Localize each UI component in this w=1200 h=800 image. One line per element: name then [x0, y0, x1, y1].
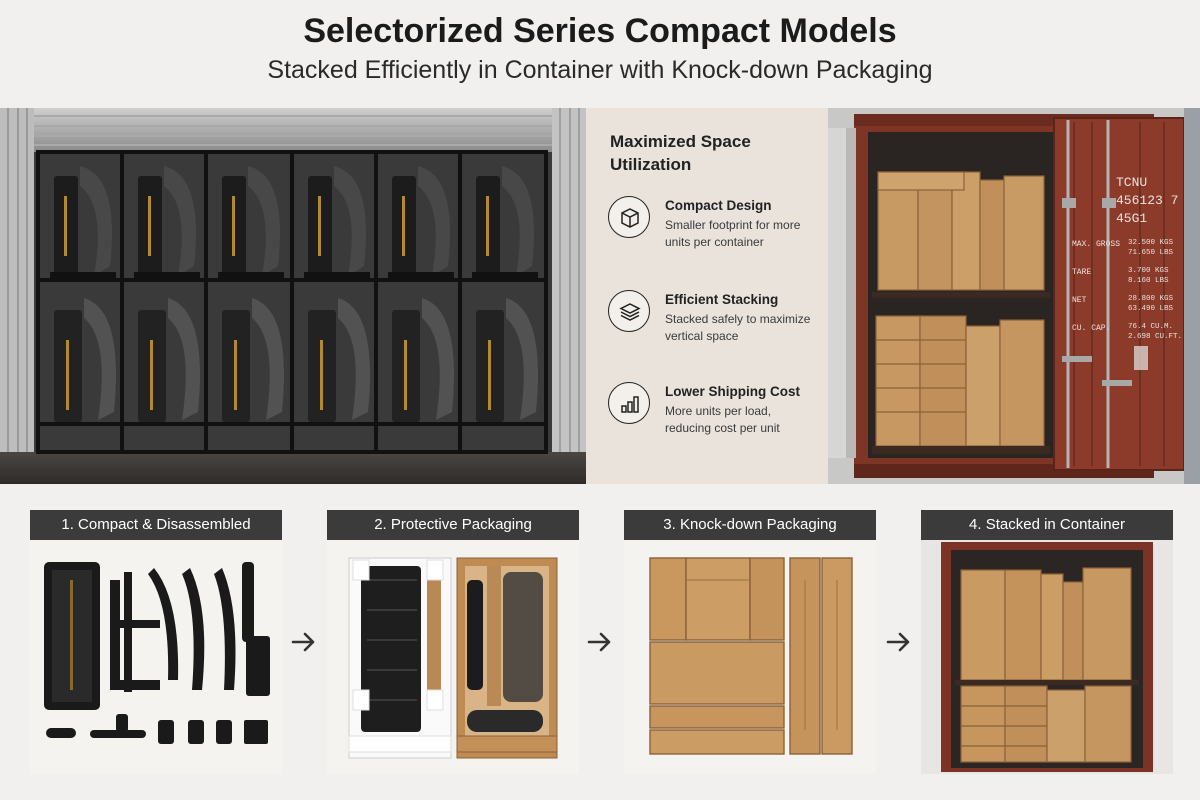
arrow-right-icon — [587, 632, 611, 652]
step-stacked-in-container: 4. Stacked in Container — [921, 510, 1173, 774]
feature-compact-design: Compact Design Smaller footprint for mor… — [608, 194, 818, 258]
bar-chart-icon — [608, 382, 650, 424]
feature-description: Smaller footprint for more units per con… — [665, 218, 801, 249]
protective-packaging-image — [327, 540, 579, 774]
arrow-right-icon — [291, 632, 315, 652]
step-label: 3. Knock-down Packaging — [624, 510, 876, 540]
spec-value: 32.500 KGS — [1128, 239, 1174, 247]
feature-title: Efficient Stacking — [665, 292, 779, 307]
spec-value: 2.698 CU.FT. — [1128, 333, 1182, 341]
disassembled-parts-image — [30, 540, 282, 774]
spec-value: 71.650 LBS — [1128, 249, 1174, 257]
step-knock-down-packaging: 3. Knock-down Packaging — [624, 510, 876, 774]
page-title: Selectorized Series Compact Models — [303, 12, 897, 50]
panel-heading: Maximized Space Utilization — [610, 132, 751, 174]
container-code-1: TCNU — [1116, 175, 1147, 190]
spec-label: CU. CAP. — [1072, 324, 1110, 333]
container-code-3: 45G1 — [1116, 211, 1147, 226]
spec-label: NET — [1072, 296, 1087, 305]
spec-label: MAX. GROSS — [1072, 240, 1120, 249]
spec-label: TARE — [1072, 268, 1091, 277]
feature-title: Compact Design — [665, 198, 772, 213]
step-label: 4. Stacked in Container — [921, 510, 1173, 540]
spec-value: 28.800 KGS — [1128, 295, 1174, 303]
container-interior-photo — [0, 108, 586, 484]
spec-value: 8.160 LBS — [1128, 277, 1169, 285]
feature-lower-shipping-cost: Lower Shipping Cost More units per load,… — [608, 380, 818, 444]
arrow-right-icon — [886, 632, 910, 652]
page-header: Selectorized Series Compact Models Stack… — [0, 0, 1200, 108]
feature-description: More units per load, reducing cost per u… — [665, 404, 780, 435]
spec-value: 3.700 KGS — [1128, 267, 1169, 275]
feature-title: Lower Shipping Cost — [665, 384, 800, 399]
page-subtitle: Stacked Efficiently in Container with Kn… — [267, 56, 933, 84]
space-utilization-panel: Maximized Space Utilization Compact Desi… — [586, 108, 828, 484]
container-door-photo: TCNU 456123 7 45G1 MAX. GROSS 32.500 KGS… — [828, 108, 1200, 484]
step-compact-disassembled: 1. Compact & Disassembled — [30, 510, 282, 774]
step-label: 1. Compact & Disassembled — [30, 510, 282, 540]
knock-down-boxes-image — [624, 540, 876, 774]
step-protective-packaging: 2. Protective Packaging — [327, 510, 579, 774]
stacked-container-image — [921, 540, 1173, 774]
layers-icon — [608, 290, 650, 332]
step-label: 2. Protective Packaging — [327, 510, 579, 540]
spec-value: 76.4 CU.M. — [1128, 323, 1173, 331]
feature-description: Stacked safely to maximize vertical spac… — [665, 312, 811, 343]
spec-value: 63.490 LBS — [1128, 305, 1174, 313]
cube-icon — [608, 196, 650, 238]
container-code-2: 456123 7 — [1116, 193, 1178, 208]
feature-efficient-stacking: Efficient Stacking Stacked safely to max… — [608, 288, 818, 352]
